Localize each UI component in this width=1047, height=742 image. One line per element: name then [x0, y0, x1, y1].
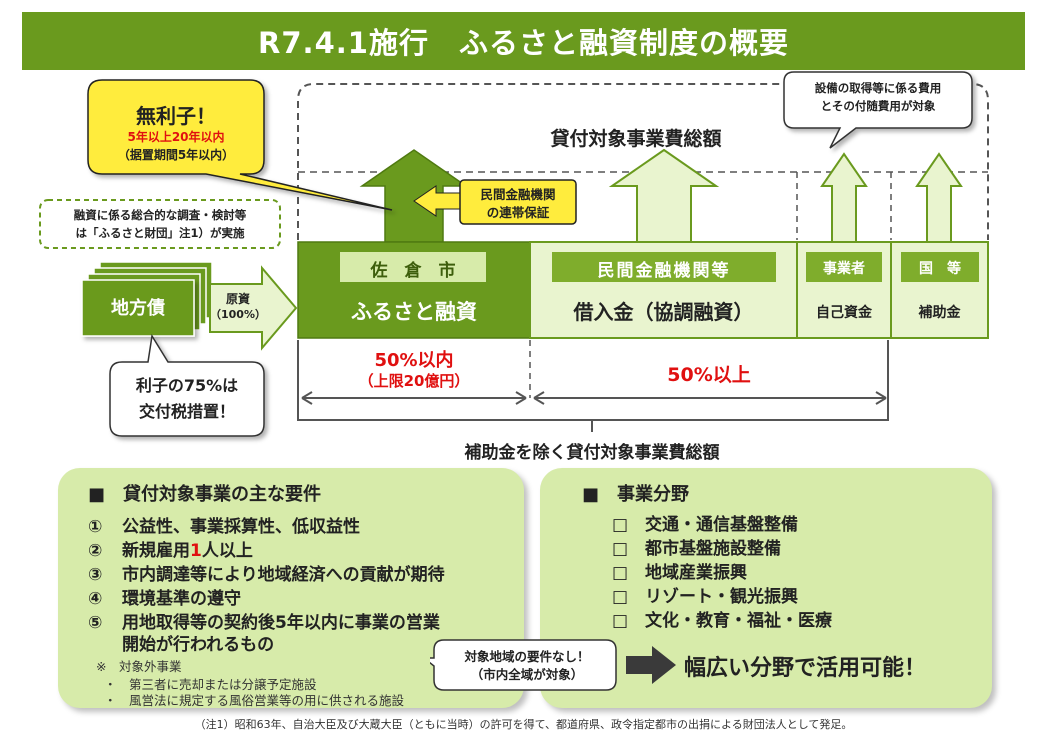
fields-heading: ■ 事業分野 — [582, 484, 690, 505]
field-item-4: □ リゾート・観光振興 — [612, 587, 799, 607]
page-title: R7.4.1施行 ふるさと融資制度の概要 — [22, 12, 1025, 70]
field-item-1: □ 交通・通信基盤整備 — [612, 515, 799, 535]
conclusion-text: 幅広い分野で活用可能！ — [684, 656, 927, 681]
excluded-item-2: ・ 風営法に規定する風俗営業等の用に供される施設 — [104, 693, 405, 708]
equipment-line1: 設備の取得等に係る費用 — [814, 81, 942, 95]
private-bank-label-box — [552, 252, 776, 282]
interest-free-callout — [87, 79, 393, 211]
sakura-city-label-box — [340, 252, 486, 282]
local-bond-box — [81, 279, 195, 337]
interest-free-grace: （据置期間5年以内） — [117, 148, 235, 162]
total-cost-label: 貸付対象事業費総額 — [550, 128, 722, 150]
national-up-arrow — [915, 152, 963, 243]
equipment-callout — [783, 71, 973, 149]
conclusion-arrow — [626, 646, 676, 684]
interest-free-term: 5年以上20年以内 — [127, 130, 225, 144]
interest-75-callout — [109, 333, 265, 437]
field-item-3: □ 地域産業振興 — [612, 563, 748, 583]
no-area-line1: 対象地域の要件なし！ — [464, 649, 590, 664]
furusato-loan-label: ふるさと融資 — [351, 300, 477, 324]
borrowing-label: 借入金（協調融資） — [573, 300, 754, 324]
operator-label-box — [806, 252, 882, 282]
national-label-box — [901, 252, 979, 282]
requirement-5-cont: 開始が行われるもの — [122, 635, 275, 655]
excluding-subsidy-label: 補助金を除く貸付対象事業費総額 — [464, 443, 720, 463]
equipment-line2: とその付随費用が対象 — [820, 99, 936, 113]
no-area-callout-shape — [430, 639, 676, 691]
interest-75-line2: 交付税措置！ — [138, 402, 235, 421]
total-cost-dashed-frame — [297, 83, 989, 240]
pct-over-label: 50%以上 — [667, 364, 751, 386]
pct-within-label: 50%以内 — [374, 350, 454, 371]
requirements-heading: ■ 貸付対象事業の主な要件 — [88, 484, 322, 505]
survey-callout — [39, 199, 281, 249]
source-right-arrow — [209, 265, 298, 351]
source-label: 原資 — [225, 292, 250, 306]
no-area-line2: （市内全域が対象） — [470, 667, 584, 682]
cap-label: （上限20億円） — [358, 372, 470, 390]
guarantee-line2: の連帯保証 — [486, 205, 550, 220]
furusato-up-arrow — [359, 149, 469, 243]
footnote: （注1）昭和63年、自治大臣及び大蔵大臣（ともに当時）の許可を得て、都道府県、政… — [194, 718, 853, 731]
excluded-heading: ※ 対象外事業 — [96, 659, 182, 674]
sakura-city-label: 佐 倉 市 — [370, 261, 456, 281]
private-bank-label: 民間金融機関等 — [597, 261, 731, 281]
subsidy-label: 補助金 — [918, 305, 961, 321]
survey-line2: は「ふるさと財団」注1）が実施 — [75, 226, 245, 240]
guarantee-box — [459, 179, 577, 225]
survey-line1: 融資に係る総合的な調査・検討等 — [73, 208, 247, 222]
source-pct: （100%） — [210, 308, 266, 321]
operator-label: 事業者 — [823, 261, 865, 277]
field-item-2: □ 都市基盤施設整備 — [612, 539, 782, 559]
interest-75-line1: 利子の75%は — [135, 376, 239, 395]
excluded-item-1: ・ 第三者に売却または分譲予定施設 — [104, 677, 317, 692]
guarantee-line1: 民間金融機関 — [480, 187, 556, 202]
operator-up-arrow — [820, 152, 868, 243]
field-item-5: □ 文化・教育・福祉・医療 — [612, 611, 833, 631]
local-bond-label: 地方債 — [111, 298, 165, 319]
interest-free-title: 無利子！ — [136, 104, 216, 128]
private-up-arrow — [608, 148, 720, 243]
national-label: 国 等 — [919, 261, 961, 277]
own-funds-label: 自己資金 — [816, 305, 872, 321]
